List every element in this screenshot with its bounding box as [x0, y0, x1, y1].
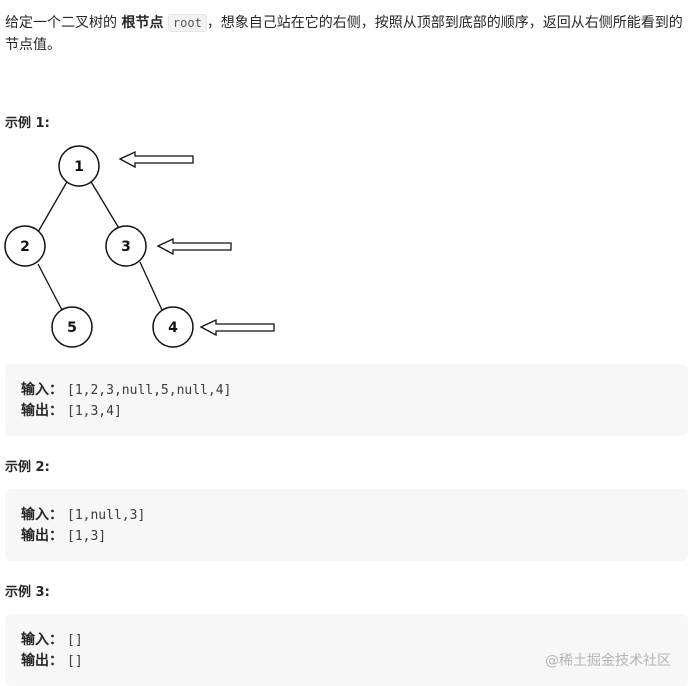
- tree-node-label: 5: [67, 320, 77, 336]
- example-1-title: 示例 1:: [5, 116, 50, 131]
- output-value: [1,3,4]: [67, 404, 122, 419]
- example-1-input-line: 输入： [1,2,3,null,5,null,4]: [21, 380, 672, 401]
- example-3-input-line: 输入： []: [21, 630, 672, 651]
- description-bold: 根节点: [121, 15, 164, 31]
- example-1-output-line: 输出： [1,3,4]: [21, 401, 672, 422]
- tree-node-label: 3: [121, 239, 131, 255]
- output-value: []: [67, 654, 83, 669]
- tree-node-label: 4: [168, 320, 178, 336]
- output-label: 输出：: [21, 403, 63, 419]
- example-2-title: 示例 2:: [5, 460, 50, 475]
- tree-node-label: 2: [20, 239, 30, 255]
- edge-1-3: [89, 179, 121, 231]
- description-rest: ，想象自己站在它的右侧，按照从顶部到底部的顺序，返回从右侧所能看到的节点值。: [5, 15, 683, 53]
- output-label: 输出：: [21, 528, 63, 544]
- example-2-code-block: 输入： [1,null,3] 输出： [1,3]: [5, 489, 688, 561]
- problem-description: 给定一个二叉树的 根节点 root，想象自己站在它的右侧，按照从顶部到底部的顺序…: [5, 12, 685, 56]
- left-arrow-icon: [156, 237, 232, 256]
- example-3-output-line: 输出： []: [21, 651, 672, 672]
- example-3-title: 示例 3:: [5, 585, 50, 600]
- edge-3-4: [139, 261, 163, 311]
- tree-node-3: 3: [105, 225, 147, 267]
- output-value: [1,3]: [67, 529, 107, 544]
- binary-tree-diagram: 1 2 3 5 4: [4, 145, 275, 348]
- tree-node-label: 1: [74, 159, 84, 175]
- description-text: 给定一个二叉树的: [5, 15, 122, 31]
- example-1-code-block: 输入： [1,2,3,null,5,null,4] 输出： [1,3,4]: [5, 364, 688, 436]
- left-arrow-icon: [199, 318, 275, 337]
- input-value: [1,null,3]: [67, 508, 146, 523]
- tree-node-5: 5: [51, 306, 93, 348]
- example-3-code-block: 输入： [] 输出： []: [5, 614, 688, 686]
- edge-2-5: [37, 263, 63, 311]
- input-label: 输入：: [21, 507, 63, 523]
- left-arrow-icon: [118, 150, 194, 169]
- input-label: 输入：: [21, 632, 63, 648]
- inline-code-root: root: [167, 14, 207, 32]
- tree-node-1: 1: [58, 145, 100, 187]
- input-label: 输入：: [21, 382, 63, 398]
- example-2-input-line: 输入： [1,null,3]: [21, 505, 672, 526]
- tree-node-4: 4: [152, 306, 194, 348]
- edge-1-2: [37, 179, 69, 233]
- input-value: [1,2,3,null,5,null,4]: [67, 383, 232, 398]
- tree-node-2: 2: [4, 225, 46, 267]
- input-value: []: [67, 633, 83, 648]
- watermark-text: @稀土掘金技术社区: [545, 653, 671, 669]
- example-2-output-line: 输出： [1,3]: [21, 526, 672, 547]
- output-label: 输出：: [21, 653, 63, 669]
